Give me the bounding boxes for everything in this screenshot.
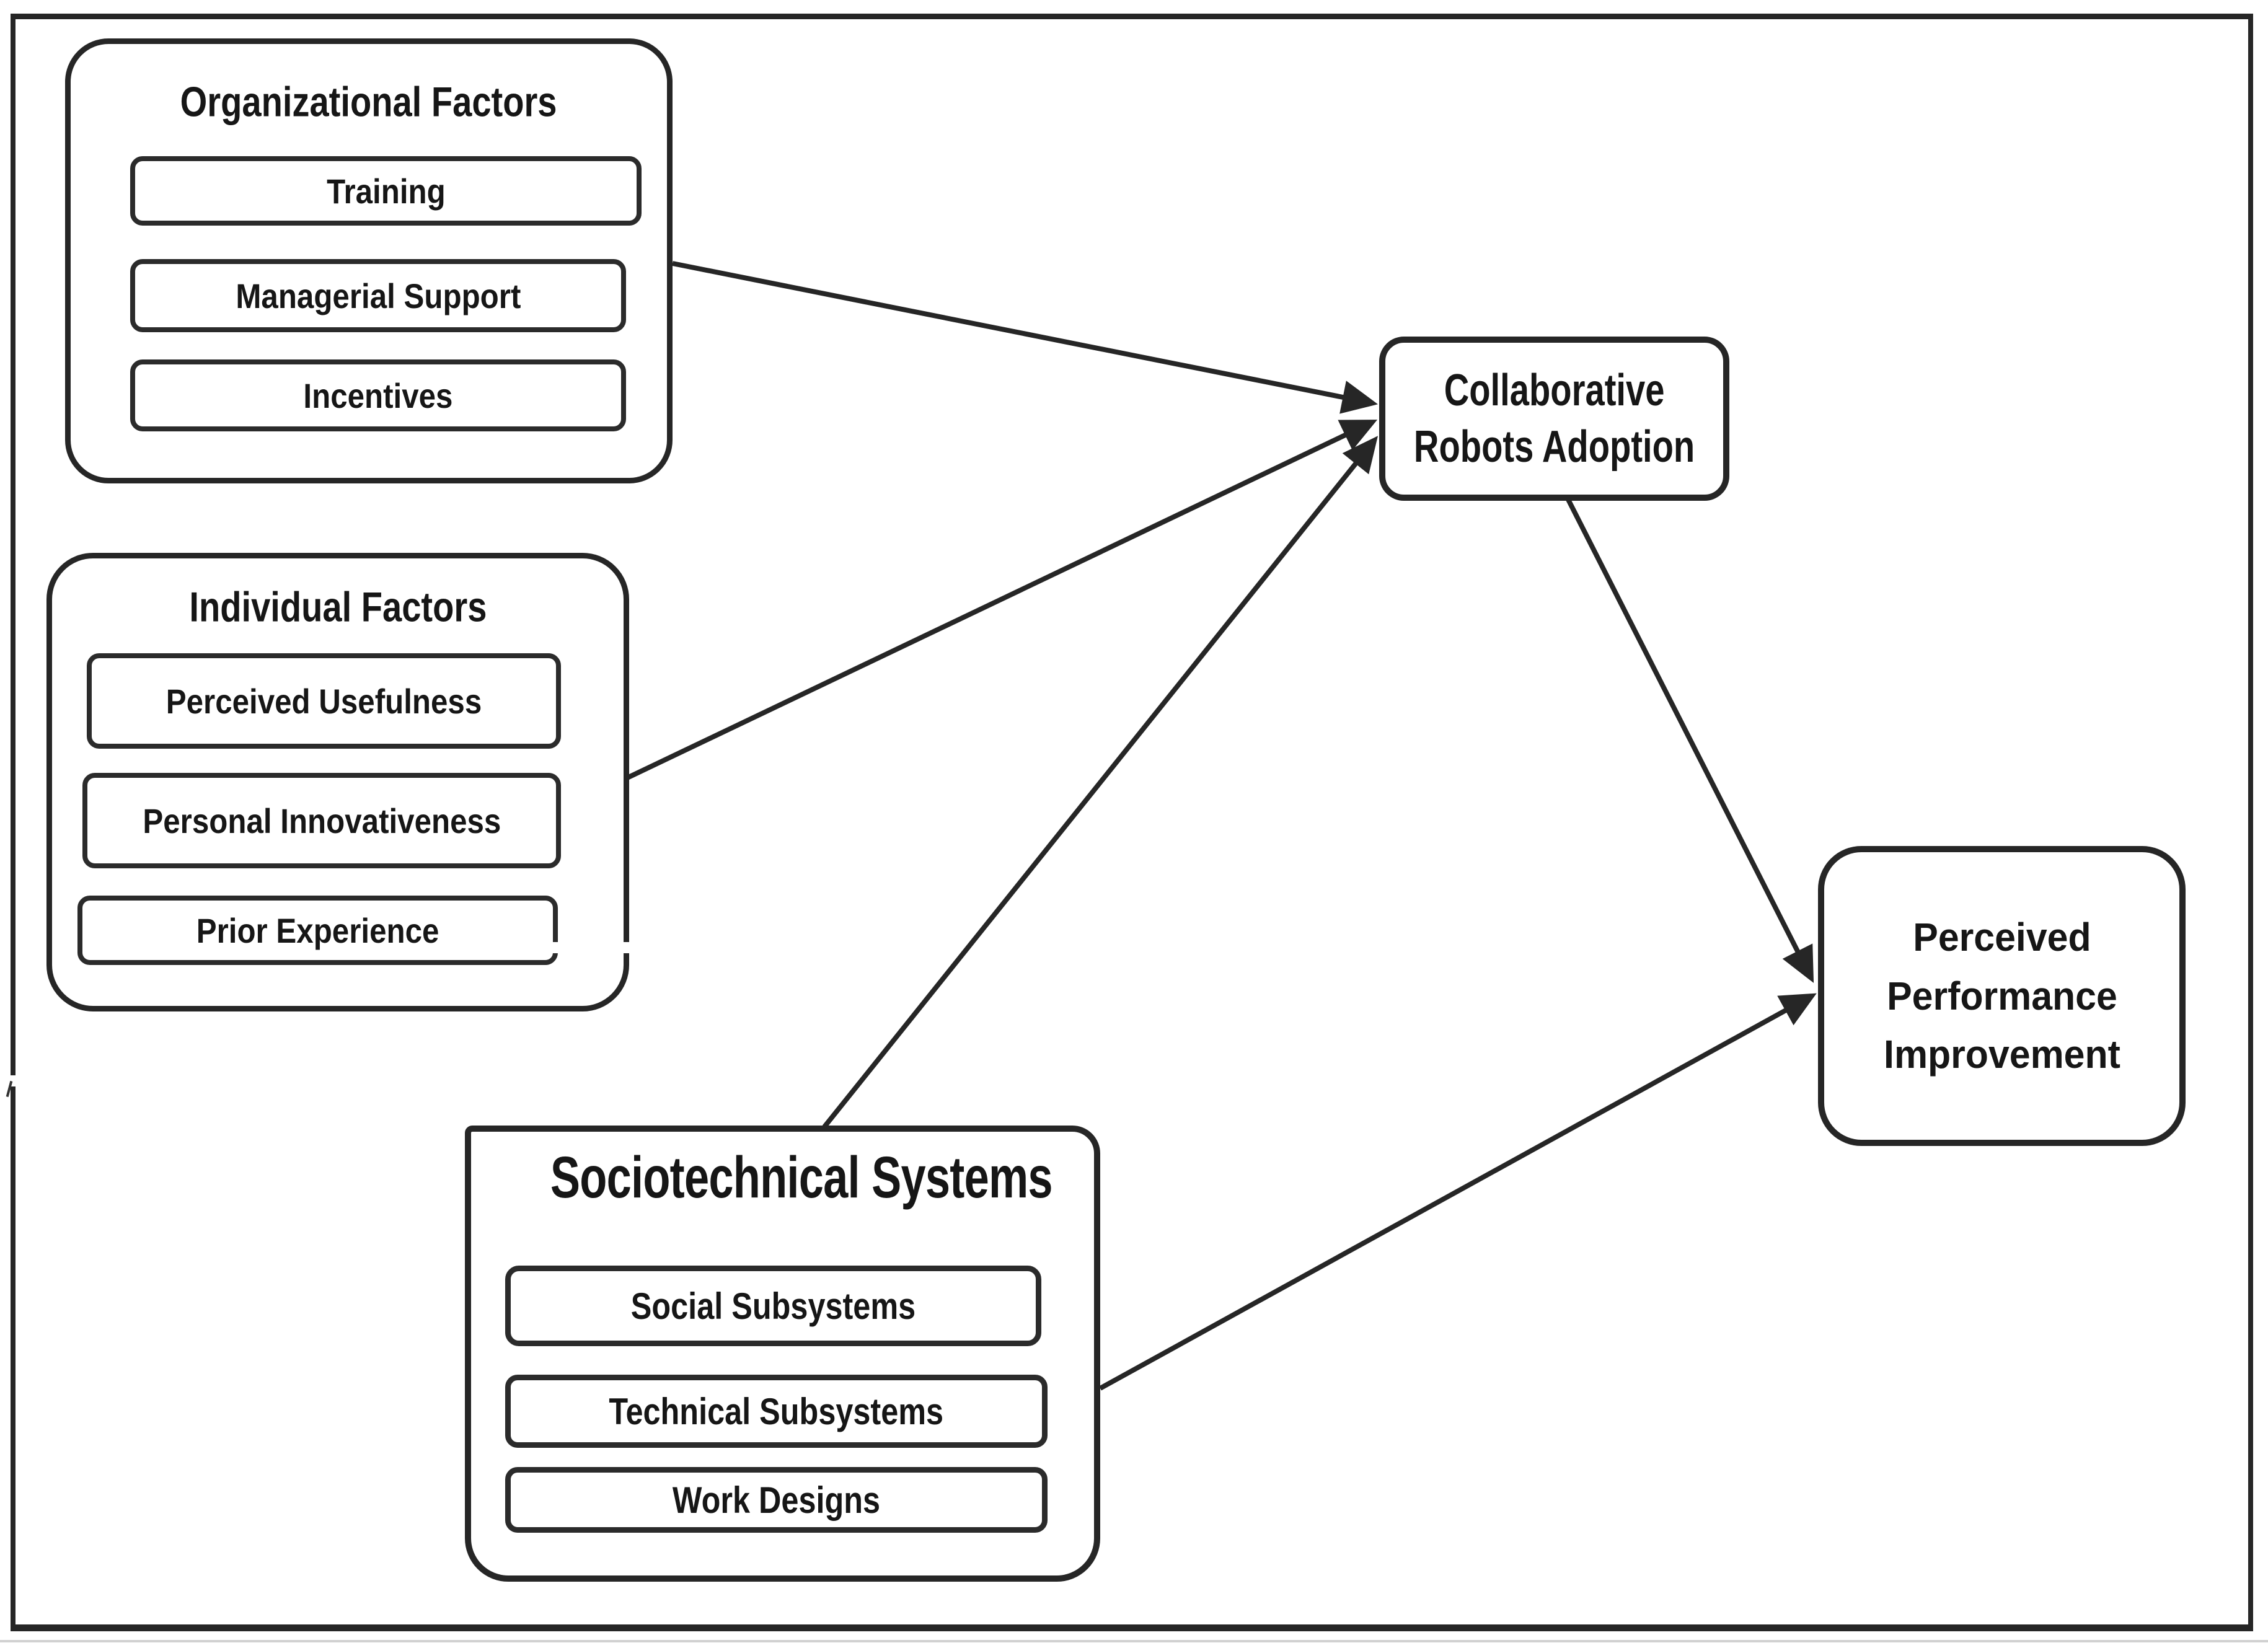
item-box-technical-subsystems: Technical Subsystems: [505, 1375, 1048, 1448]
item-label: Managerial Support: [235, 276, 521, 315]
item-box-social-subsystems: Social Subsystems: [505, 1266, 1041, 1346]
item-box-incentives: Incentives: [130, 359, 626, 431]
node-label: Perceived Performance Improvement: [1884, 908, 2120, 1084]
node-label: Collaborative Robots Adoption: [1414, 363, 1695, 475]
scan-border-gap-artifact: [5, 1075, 21, 1086]
node-collaborative-robots-adoption: Collaborative Robots Adoption: [1379, 337, 1729, 501]
item-label: Personal Innovativeness: [143, 801, 501, 840]
edge-sociotechnical-systems-to-collaborative-robots-adoption: [822, 436, 1379, 1129]
item-box-managerial-support: Managerial Support: [130, 259, 626, 332]
group-title-label: Individual Factors: [188, 583, 487, 630]
item-box-work-designs: Work Designs: [505, 1467, 1048, 1533]
scan-bottom-line-artifact: [0, 1640, 2268, 1642]
item-label: Social Subsystems: [630, 1285, 916, 1327]
item-label: Training: [326, 171, 446, 211]
item-label: Technical Subsystems: [609, 1390, 944, 1432]
item-box-training: Training: [130, 156, 642, 226]
node-label-line: Improvement: [1883, 1032, 2120, 1077]
outer-border: [11, 14, 2253, 1631]
node-label-line: Perceived: [1912, 914, 2091, 959]
item-label: Incentives: [303, 376, 453, 415]
item-label: Prior Experience: [196, 910, 439, 950]
item-box-perceived-usefulness: Perceived Usefulness: [87, 653, 561, 749]
group-title-label: Organizational Factors: [180, 78, 557, 125]
edge-organizational-factors-to-collaborative-robots-adoption: [672, 261, 1378, 414]
group-title-organizational-factors: Organizational Factors: [71, 78, 667, 125]
edge-individual-factors-to-collaborative-robots-adoption: [626, 420, 1378, 780]
group-title-label: Sociotechnical Systems: [550, 1145, 1053, 1210]
edge-collaborative-robots-adoption-to-perceived-performance-improvement: [1566, 498, 1814, 983]
scan-white-stripe-artifact: [552, 942, 849, 953]
item-label: Work Designs: [672, 1479, 881, 1521]
group-title-individual-factors: Individual Factors: [52, 583, 624, 630]
node-label-line: Robots Adoption: [1413, 421, 1695, 472]
node-label-line: Collaborative: [1444, 365, 1665, 415]
item-box-prior-experience: Prior Experience: [77, 896, 558, 965]
item-box-personal-innovativeness: Personal Innovativeness: [82, 773, 561, 868]
node-perceived-performance-improvement: Perceived Performance Improvement: [1818, 846, 2186, 1146]
group-title-sociotechnical-systems: Sociotechnical Systems: [471, 1144, 1094, 1212]
edge-sociotechnical-systems-to-perceived-performance-improvement: [1099, 993, 1817, 1391]
item-label: Perceived Usefulness: [165, 681, 482, 721]
node-label-line: Performance: [1886, 973, 2117, 1018]
